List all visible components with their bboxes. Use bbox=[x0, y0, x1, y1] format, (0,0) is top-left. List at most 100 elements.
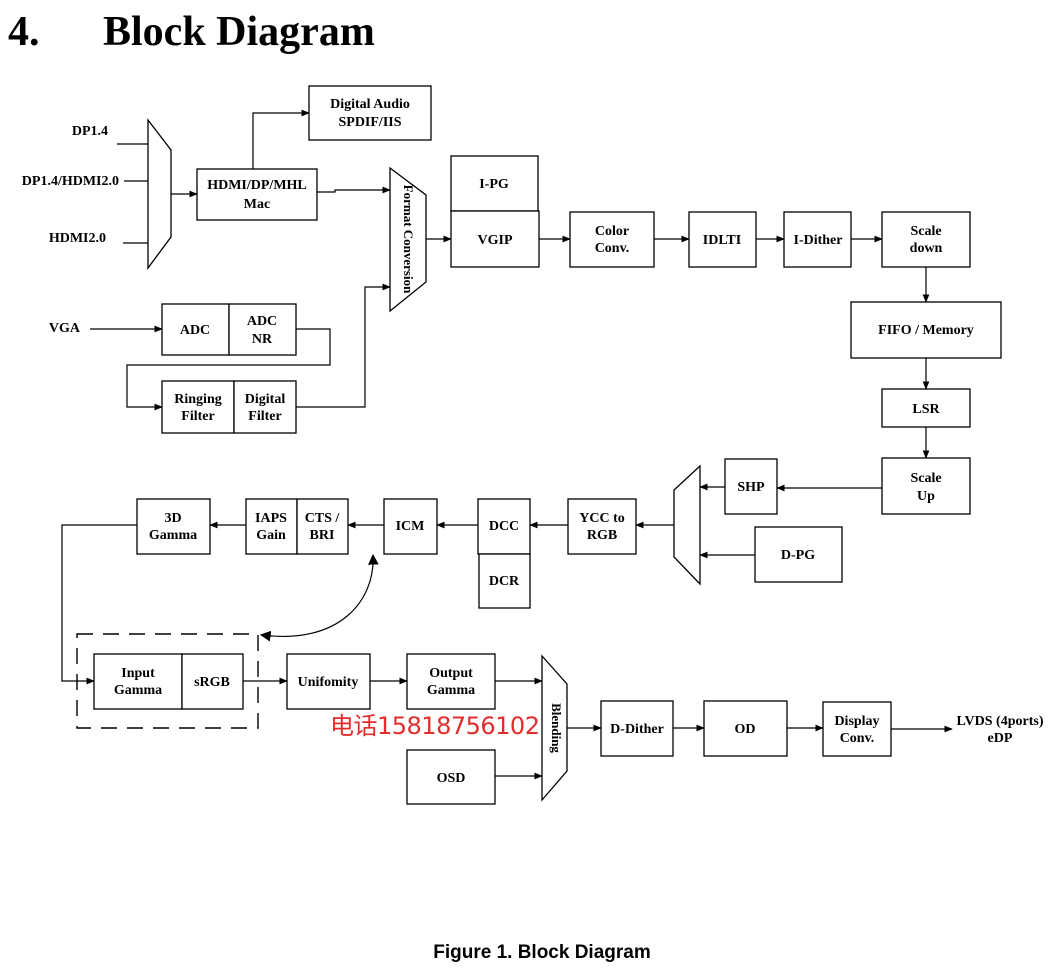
blending-label: Blending bbox=[549, 703, 564, 753]
block-scale-up bbox=[881, 457, 971, 515]
block-dpg-label: D-PG bbox=[781, 548, 815, 563]
block-vgip-label: VGIP bbox=[478, 233, 513, 248]
block-adc-label: ADC bbox=[180, 323, 210, 338]
block-display-conv-line2: Conv. bbox=[840, 731, 875, 746]
block-output-gamma-line1: Output bbox=[429, 666, 473, 681]
block-iaps-gain-line1: IAPS bbox=[255, 511, 287, 526]
block-ringing-filter-line1: Ringing bbox=[174, 392, 221, 407]
input-vga-label: VGA bbox=[49, 321, 81, 336]
block-color-conv-line1: Color bbox=[595, 224, 629, 239]
section-heading: 4. Block Diagram bbox=[8, 8, 375, 56]
section-number: 4. bbox=[8, 9, 40, 55]
block-output-gamma bbox=[406, 653, 496, 710]
block-3d-gamma-line1: 3D bbox=[164, 511, 181, 526]
block-fifo-memory bbox=[850, 301, 1002, 359]
block-uniformity-label: Unifomity bbox=[298, 675, 359, 690]
block-mac-line1: HDMI/DP/MHL bbox=[207, 178, 307, 193]
block-idlti-label: IDLTI bbox=[703, 233, 741, 248]
block-input-gamma bbox=[93, 653, 183, 710]
block-cts-bri bbox=[296, 498, 349, 555]
block-mac-line2: Mac bbox=[244, 197, 270, 212]
block-input-gamma-line2: Gamma bbox=[114, 683, 162, 698]
input-mux bbox=[147, 118, 172, 270]
block-icm-label: ICM bbox=[396, 519, 425, 534]
block-cts-bri-line1: CTS / bbox=[305, 511, 341, 526]
block-osd bbox=[406, 749, 496, 805]
block-shp-label: SHP bbox=[737, 480, 765, 495]
format-conversion-label: Format Conversion bbox=[401, 185, 416, 294]
wire-mac-to-audio bbox=[252, 109, 310, 169]
block-dpg bbox=[754, 526, 843, 583]
input-dp14-label: DP1.4 bbox=[72, 124, 108, 139]
block-adc-nr-line2: NR bbox=[252, 332, 273, 347]
block-ycc-to-rgb-line1: YCC to bbox=[579, 511, 625, 526]
block-adc-nr-line1: ADC bbox=[247, 314, 277, 329]
block-mac bbox=[196, 168, 318, 221]
blending-mux bbox=[541, 654, 568, 802]
block-fifo-memory-label: FIFO / Memory bbox=[878, 323, 974, 338]
block-color-conv-line2: Conv. bbox=[595, 241, 630, 256]
gamma-srgb-group bbox=[76, 633, 259, 729]
block-dcc bbox=[477, 498, 531, 555]
block-icm bbox=[383, 498, 438, 555]
block-adc bbox=[161, 303, 230, 356]
block-cts-bri-line2: BRI bbox=[310, 528, 335, 543]
block-i-dither bbox=[783, 211, 852, 268]
block-ipg bbox=[450, 155, 539, 212]
block-lsr-label: LSR bbox=[912, 402, 940, 417]
section-title: Block Diagram bbox=[103, 9, 375, 55]
block-input-gamma-line1: Input bbox=[121, 666, 155, 681]
block-display-conv-line1: Display bbox=[834, 714, 879, 729]
block-ycc-to-rgb-line2: RGB bbox=[587, 528, 617, 543]
block-digital-audio bbox=[308, 85, 432, 141]
block-scale-down-line2: down bbox=[910, 241, 943, 256]
wire-digitalfilter-to-format bbox=[296, 283, 391, 408]
output-edp-label: eDP bbox=[988, 731, 1013, 746]
format-conversion-mux bbox=[389, 166, 427, 313]
block-i-dither-label: I-Dither bbox=[794, 233, 843, 248]
swap-order-arrow bbox=[259, 553, 379, 642]
block-color-conv bbox=[569, 211, 655, 268]
block-adc-nr bbox=[228, 303, 297, 356]
block-digital-audio-line1: Digital Audio bbox=[330, 97, 410, 112]
block-dcc-label: DCC bbox=[489, 519, 519, 534]
block-digital-filter bbox=[233, 380, 297, 434]
block-ycc-to-rgb bbox=[567, 498, 637, 555]
block-scale-down-line1: Scale bbox=[910, 224, 941, 239]
pattern-select-mux bbox=[673, 464, 701, 586]
block-scale-up-line1: Scale bbox=[910, 471, 941, 486]
input-hdmi20-label: HDMI2.0 bbox=[49, 231, 106, 246]
block-digital-audio-line2: SPDIF/IIS bbox=[338, 115, 401, 130]
block-digital-filter-line2: Filter bbox=[248, 409, 281, 424]
block-3d-gamma-line2: Gamma bbox=[149, 528, 197, 543]
block-osd-label: OSD bbox=[437, 771, 466, 786]
figure-caption: Figure 1. Block Diagram bbox=[433, 942, 651, 963]
block-scale-down bbox=[881, 211, 971, 268]
wire-3dgamma-to-inputgamma bbox=[61, 524, 137, 685]
block-d-dither-label: D-Dither bbox=[610, 722, 664, 737]
block-scale-up-line2: Up bbox=[917, 489, 935, 504]
block-idlti bbox=[688, 211, 757, 268]
wire-mac-to-format bbox=[317, 186, 391, 194]
block-srgb bbox=[181, 653, 244, 710]
block-dcr-label: DCR bbox=[489, 574, 520, 589]
block-output-gamma-line2: Gamma bbox=[427, 683, 475, 698]
block-iaps-gain-line2: Gain bbox=[256, 528, 286, 543]
output-lvds-label: LVDS (4ports) bbox=[957, 714, 1044, 729]
block-lsr bbox=[881, 388, 971, 428]
block-dcr bbox=[478, 553, 531, 609]
block-ringing-filter bbox=[161, 380, 235, 434]
block-iaps-gain bbox=[245, 498, 298, 555]
block-3d-gamma bbox=[136, 498, 211, 555]
block-shp bbox=[724, 458, 778, 515]
wire-adcnr-to-ringing bbox=[126, 328, 331, 411]
block-digital-filter-line1: Digital bbox=[245, 392, 286, 407]
block-ipg-label: I-PG bbox=[479, 177, 509, 192]
block-od-label: OD bbox=[735, 722, 756, 737]
block-ringing-filter-line2: Filter bbox=[181, 409, 214, 424]
block-display-conv bbox=[822, 701, 892, 757]
input-dp14-hdmi20-label: DP1.4/HDMI2.0 bbox=[22, 174, 119, 189]
block-vgip bbox=[450, 210, 540, 268]
watermark-phone: 电话15818756102 bbox=[330, 712, 540, 740]
